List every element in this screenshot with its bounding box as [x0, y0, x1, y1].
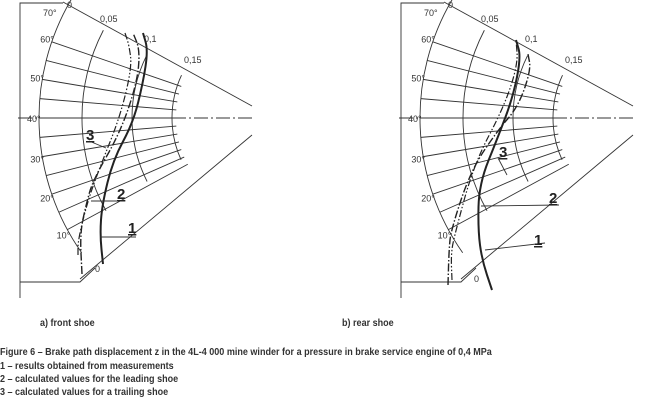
- angle-radial-line: [432, 41, 563, 87]
- curve-label-leader: [497, 157, 508, 176]
- legend-item-3: 3 – calculated values for a trailing sho…: [0, 386, 169, 398]
- legend-item-1: 1 – results obtained from measurements: [0, 360, 174, 372]
- displacement-arc: [552, 75, 563, 161]
- curve-label-3: 3: [86, 127, 94, 144]
- curve-label-leader: [484, 242, 546, 251]
- lower-wedge-line: [79, 134, 253, 280]
- angle-radial-line: [427, 59, 561, 95]
- frame-bevel: [401, 267, 477, 283]
- displacement-arc: [131, 55, 148, 182]
- displacement-label: 0,15: [565, 55, 583, 65]
- curve-label-1: 1: [534, 232, 542, 249]
- curve-label-2: 2: [117, 186, 125, 203]
- angle-radial-line: [423, 78, 559, 103]
- displacement-arc: [171, 75, 182, 161]
- displacement-arc: [462, 30, 488, 211]
- displacement-label: 0: [448, 0, 453, 10]
- front-shoe-diagram: 70° 60° 50° 40° 30° 20° 10° 0 0,05 0,1 0,15 0 12 3: [18, 0, 253, 298]
- angle-radial-line: [448, 163, 569, 231]
- front-shoe-caption: a) front shoe: [40, 317, 95, 329]
- legend-item-2: 2 – calculated values for the leading sh…: [0, 373, 179, 385]
- angle-radial-line: [42, 78, 178, 103]
- displacement-arc: [512, 55, 529, 182]
- curve-3-trailing-shoe: [77, 32, 132, 256]
- angle-radial-line: [427, 141, 561, 177]
- displacement-arc: [81, 30, 107, 211]
- angle-radial-line: [58, 156, 185, 213]
- angle-radial-line: [420, 98, 558, 111]
- curve-label-2: 2: [549, 190, 557, 207]
- angle-label: 20°: [421, 193, 435, 203]
- angle-radial-line: [420, 125, 558, 138]
- figure-title: Figure 6 – Brake path displacement z in …: [0, 346, 492, 358]
- frame-bevel: [20, 267, 96, 283]
- displacement-arc: [419, 0, 464, 253]
- angle-label: 50°: [411, 74, 425, 84]
- frame-outline: [19, 2, 63, 298]
- curve-2-leading-shoe: [447, 53, 531, 286]
- curve-1-measured: [99, 32, 148, 265]
- angle-label: 50°: [30, 74, 44, 84]
- angle-radial-line: [439, 156, 566, 213]
- angle-radial-line: [51, 41, 182, 87]
- displacement-label: 0: [67, 0, 72, 10]
- curve-start-label: 0: [474, 274, 479, 284]
- angle-label: 40°: [27, 114, 41, 124]
- angle-radial-line: [432, 149, 563, 195]
- curve-start-label: 0: [95, 264, 100, 274]
- lower-wedge-line: [460, 134, 634, 280]
- rear-shoe-caption: b) rear shoe: [342, 317, 394, 329]
- angle-radial-line: [423, 133, 559, 158]
- displacement-label: 0,1: [144, 34, 157, 44]
- curve-label-1: 1: [128, 220, 136, 237]
- rear-shoe-diagram: 70° 60° 50° 40° 30° 20° 10° 0 0,05 0,1 0,15 0 1 2 3: [399, 0, 634, 298]
- displacement-arc: [38, 0, 83, 253]
- angle-label: 10°: [438, 230, 452, 240]
- displacement-label: 0,15: [184, 55, 202, 65]
- displacement-label: 0,1: [525, 34, 538, 44]
- frame-outline: [400, 2, 444, 298]
- angle-label: 30°: [30, 154, 44, 164]
- displacement-label: 0,05: [100, 14, 118, 24]
- curve-label-leader: [88, 140, 107, 149]
- angle-radial-line: [42, 133, 178, 158]
- angle-label: 70°: [43, 8, 57, 18]
- angle-label: 40°: [408, 114, 422, 124]
- angle-radial-line: [46, 141, 180, 177]
- angle-label: 70°: [424, 8, 438, 18]
- displacement-label: 0,05: [481, 14, 499, 24]
- angle-label: 60°: [40, 35, 54, 45]
- angle-radial-line: [39, 125, 177, 138]
- angle-label: 10°: [57, 230, 71, 240]
- curve-label-3: 3: [499, 144, 507, 161]
- angle-radial-line: [39, 98, 177, 111]
- angle-radial-line: [51, 149, 182, 195]
- upper-wedge-line: [62, 1, 253, 107]
- curve-1-measured: [477, 39, 521, 291]
- angle-radial-line: [46, 59, 180, 95]
- upper-wedge-line: [443, 1, 634, 107]
- angle-label: 20°: [40, 193, 54, 203]
- angle-radial-line: [67, 163, 188, 231]
- curve-3-trailing-shoe: [450, 39, 518, 281]
- angle-label: 60°: [421, 35, 435, 45]
- angle-label: 30°: [411, 154, 425, 164]
- curve-label-leader: [480, 204, 560, 207]
